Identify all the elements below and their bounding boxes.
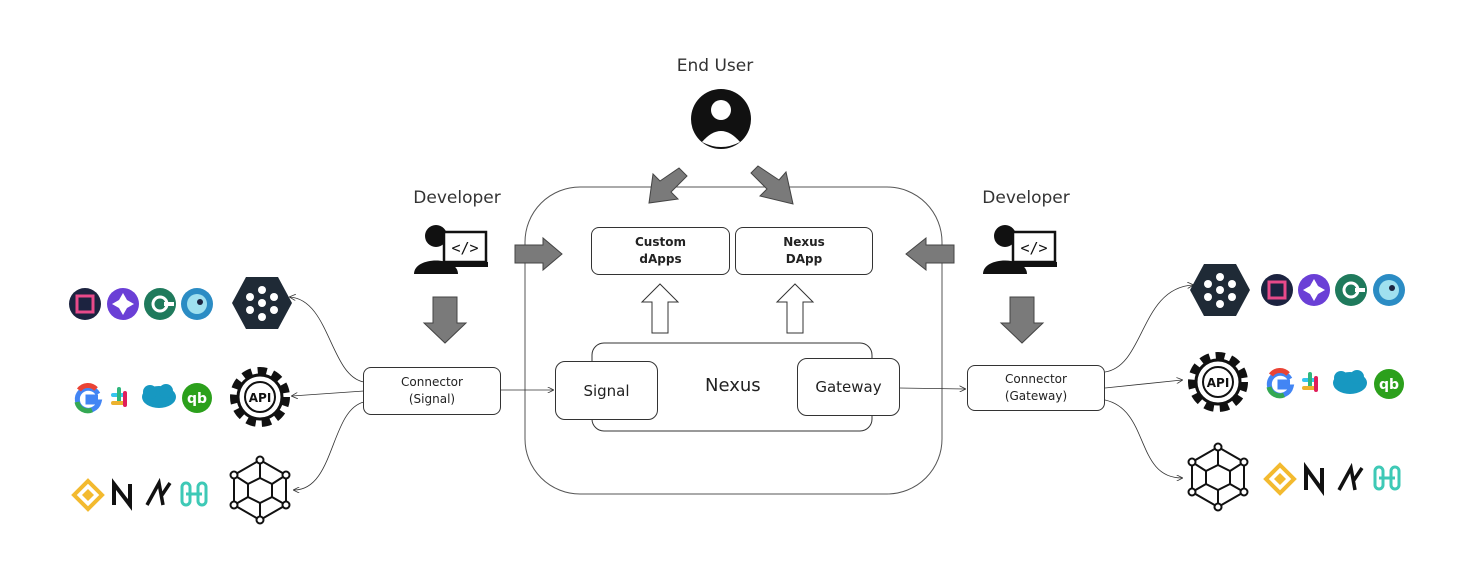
blockchain-cube-icon xyxy=(229,455,291,525)
chain-logo-1-icon xyxy=(1261,274,1293,306)
arrow-core-to-custom xyxy=(640,283,680,334)
bnb-icon xyxy=(71,478,105,512)
chain-logo-1-icon xyxy=(69,288,101,320)
arrow-dev-right-down xyxy=(999,296,1045,344)
connector-gateway-line2: (Gateway) xyxy=(1004,389,1068,403)
connector-signal-box: Connector (Signal) xyxy=(363,367,501,415)
salesforce-icon xyxy=(142,384,176,408)
line-connector-left-to-chain xyxy=(294,401,365,490)
arrow-core-to-nexus-dapp xyxy=(775,283,815,334)
bnb-icon xyxy=(1263,462,1297,496)
connector-signal-line2: (Signal) xyxy=(408,392,456,406)
near-icon xyxy=(112,478,132,511)
connector-gateway-line1: Connector xyxy=(1005,372,1067,386)
nexus-core-label: Nexus xyxy=(705,375,761,396)
hexagon-node-hub-icon xyxy=(1190,264,1250,316)
signal-label: Signal xyxy=(583,381,630,400)
custom-dapps-box: Custom dApps xyxy=(591,227,730,275)
google-icon xyxy=(1266,367,1295,399)
gateway-box: Gateway xyxy=(797,358,900,416)
google-icon xyxy=(74,382,103,414)
arrow-enduser-to-nexus-dapp xyxy=(750,165,794,205)
line-connector-left-to-api xyxy=(292,390,365,396)
api-gear-icon: API xyxy=(1188,352,1248,412)
signal-box: Signal xyxy=(555,361,658,420)
chain-logo-3-icon xyxy=(144,288,176,320)
end-user-label: End User xyxy=(676,56,754,76)
blockchain-cube-icon xyxy=(1187,442,1249,512)
gateway-label: Gateway xyxy=(815,378,882,396)
nexus-dapp-box: Nexus DApp xyxy=(735,227,873,275)
slack-icon xyxy=(1302,372,1318,392)
line-connector-left-to-hub xyxy=(290,297,365,383)
developer-code-icon: </> xyxy=(414,225,488,274)
hexagon-node-hub-icon xyxy=(232,277,292,329)
slack-icon xyxy=(111,387,127,407)
svg-text:qb: qb xyxy=(1379,377,1399,393)
svg-text:API: API xyxy=(249,391,272,405)
nexus-dapp-line1: Nexus xyxy=(783,235,825,249)
developer-code-icon: </> xyxy=(983,225,1057,274)
chain-logo-3-icon xyxy=(1335,274,1367,306)
developer-label-left: Developer xyxy=(413,188,501,208)
nexus-dapp-line2: DApp xyxy=(785,252,823,266)
line-connector-right-to-chain xyxy=(1104,399,1182,478)
svg-text:</>: </> xyxy=(451,239,478,257)
custom-dapps-line2: dApps xyxy=(639,252,682,266)
api-gear-icon: API xyxy=(230,367,290,427)
hedera-icon xyxy=(1373,465,1401,491)
svg-text:API: API xyxy=(1207,376,1230,390)
connector-gateway-box: Connector (Gateway) xyxy=(967,365,1105,411)
custom-dapps-line1: Custom xyxy=(635,235,686,249)
arweave-icon xyxy=(1337,462,1364,491)
arrow-dev-left-down xyxy=(422,296,468,344)
quickbooks-icon: qb xyxy=(182,383,212,413)
quickbooks-icon: qb xyxy=(1374,369,1404,399)
platform-container xyxy=(524,186,943,495)
hedera-icon xyxy=(180,481,208,507)
end-user-avatar-icon xyxy=(691,89,751,149)
line-connector-right-to-hub xyxy=(1104,285,1193,373)
developer-label-right: Developer xyxy=(982,188,1070,208)
arweave-icon xyxy=(145,477,172,506)
arrow-enduser-to-custom xyxy=(648,167,688,204)
connector-signal-line1: Connector xyxy=(401,375,463,389)
svg-text:</>: </> xyxy=(1020,239,1047,257)
arrow-dev-left-to-platform xyxy=(514,236,563,272)
near-icon xyxy=(1304,461,1324,497)
chain-logo-4-icon xyxy=(181,288,213,320)
chain-logo-2-icon xyxy=(1298,274,1330,306)
arrow-dev-right-to-platform xyxy=(905,236,955,272)
chain-logo-2-icon xyxy=(107,288,139,320)
salesforce-icon xyxy=(1333,370,1367,394)
chain-logo-4-icon xyxy=(1373,274,1405,306)
svg-text:qb: qb xyxy=(187,391,207,407)
line-gateway-to-connector xyxy=(898,388,965,389)
line-connector-right-to-api xyxy=(1104,380,1182,389)
